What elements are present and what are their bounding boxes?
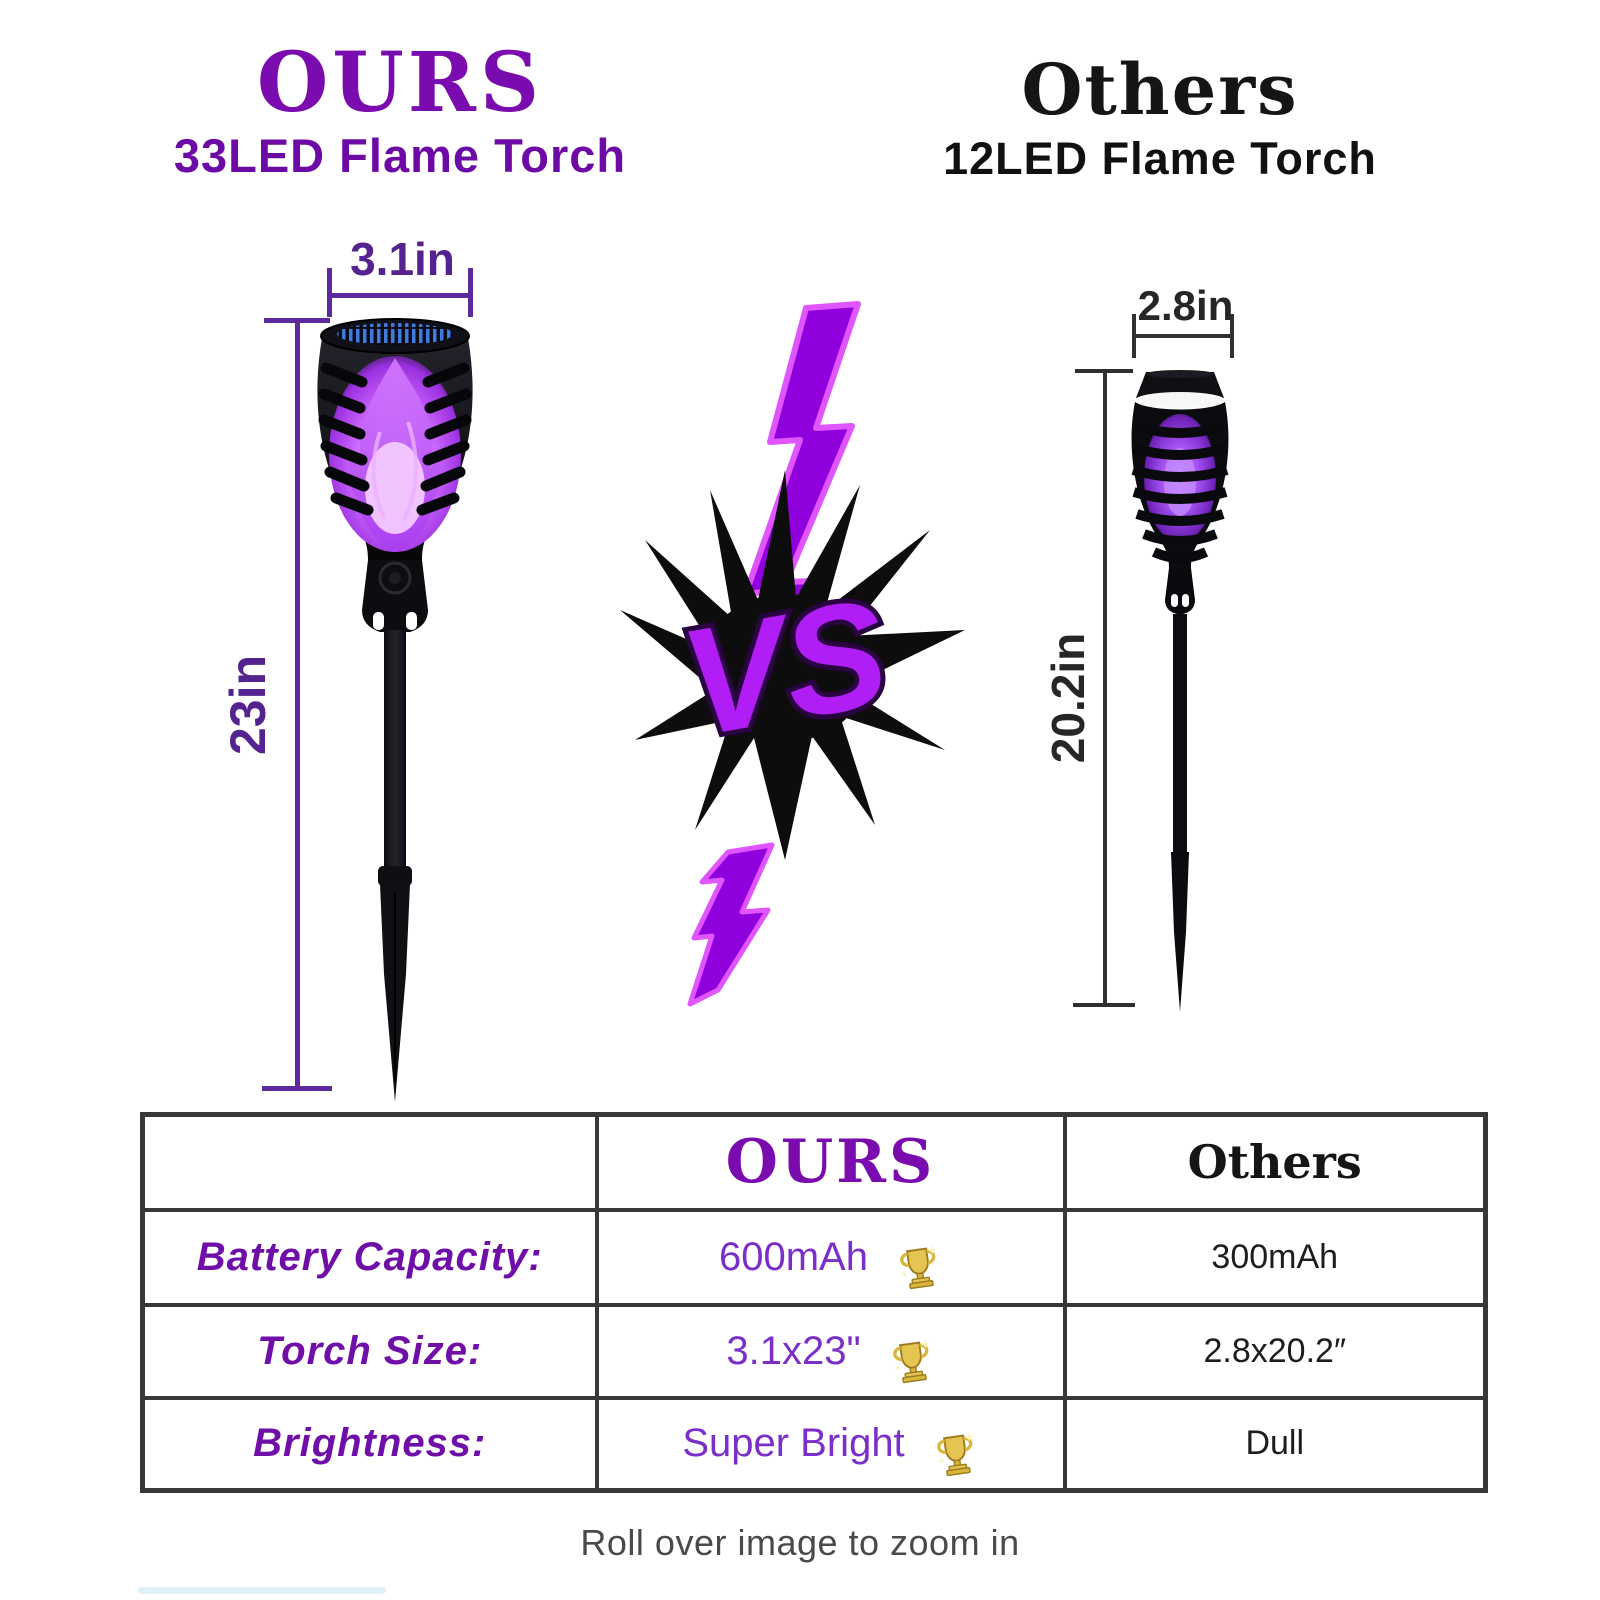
lattice-slats (318, 362, 472, 516)
others-width-tick-left (1132, 314, 1136, 358)
trophy-icon (893, 1241, 945, 1293)
cage-ribs (1131, 421, 1229, 563)
others-battery-value: 300mAh (1062, 1207, 1488, 1307)
ours-torch-image (317, 318, 473, 1102)
vs-label: VS (670, 567, 899, 770)
zoom-hint-caption: Roll over image to zoom in (580, 1522, 1020, 1563)
header-cell-others: Others (1062, 1112, 1488, 1212)
ours-brand-title: OURS (256, 35, 544, 131)
others-torch-image (1131, 370, 1229, 1012)
others-subtitle: 12LED Flame Torch (943, 133, 1377, 184)
header-cell-ours: OURS (594, 1112, 1067, 1212)
trophy-icon (886, 1335, 938, 1387)
lightning-bolt-lower (687, 842, 775, 1007)
ours-header: OURS 33LED Flame Torch (110, 42, 690, 183)
ours-size-value: 3.1x23" (726, 1328, 861, 1373)
others-height-label-wrap: 20.2in (998, 615, 1138, 780)
torch-cap (1136, 372, 1224, 398)
faint-blue-line (138, 1587, 386, 1594)
table-row: Brightness: Super Bright Dull (140, 1395, 1488, 1493)
ground-stake (1171, 852, 1189, 1012)
header-cell-empty (140, 1112, 599, 1212)
versus-graphic: VS (620, 301, 965, 1007)
torch-pole (1173, 614, 1187, 852)
others-height-cap-bottom (1073, 1003, 1135, 1007)
ours-width-tick-left (327, 268, 332, 317)
table-header-row: OURS Others (140, 1112, 1488, 1212)
ours-width-label: 3.1in (350, 233, 455, 285)
ours-brightness-value: Super Bright (682, 1421, 905, 1466)
others-height-dimension-line (1103, 371, 1107, 1006)
ours-subtitle: 33LED Flame Torch (173, 129, 627, 182)
others-size-value: 2.8x20.2″ (1062, 1302, 1488, 1400)
solar-panel (337, 323, 453, 345)
others-height-label: 20.2in (1041, 632, 1094, 763)
ours-height-cap-top (264, 318, 330, 323)
ours-height-label-wrap: 23in (178, 620, 318, 790)
others-width-label: 2.8in (1137, 282, 1234, 329)
ours-height-dimension-line (295, 321, 300, 1090)
table-row: Torch Size: 3.1x23" 2.8x20.2″ (140, 1302, 1488, 1400)
pole-connector (378, 866, 412, 886)
torch-pole (384, 630, 406, 870)
row-label-brightness: Brightness: (140, 1395, 599, 1493)
ours-height-cap-bottom (262, 1086, 332, 1091)
ours-width-tick-right (468, 268, 473, 317)
others-width-dimension-line (1134, 334, 1233, 338)
others-brand-title: Others (1021, 48, 1299, 131)
row-label-size: Torch Size: (140, 1302, 599, 1400)
table-row: Battery Capacity: 600mAh 300mAh (140, 1207, 1488, 1307)
others-brightness-value: Dull (1062, 1395, 1488, 1493)
trophy-icon (930, 1428, 982, 1480)
others-height-cap-top (1075, 369, 1133, 373)
ours-height-label: 23in (220, 654, 276, 756)
light-rim (1135, 392, 1225, 408)
ours-battery-value: 600mAh (719, 1234, 868, 1279)
torch-neck (1165, 568, 1195, 614)
comparison-table: OURS Others Battery Capacity: 600mAh 300… (140, 1112, 1488, 1493)
ours-width-dimension-line (330, 293, 473, 298)
others-width-tick-right (1230, 314, 1234, 358)
others-header: Others 12LED Flame Torch (880, 55, 1440, 185)
row-label-battery: Battery Capacity: (140, 1207, 599, 1307)
